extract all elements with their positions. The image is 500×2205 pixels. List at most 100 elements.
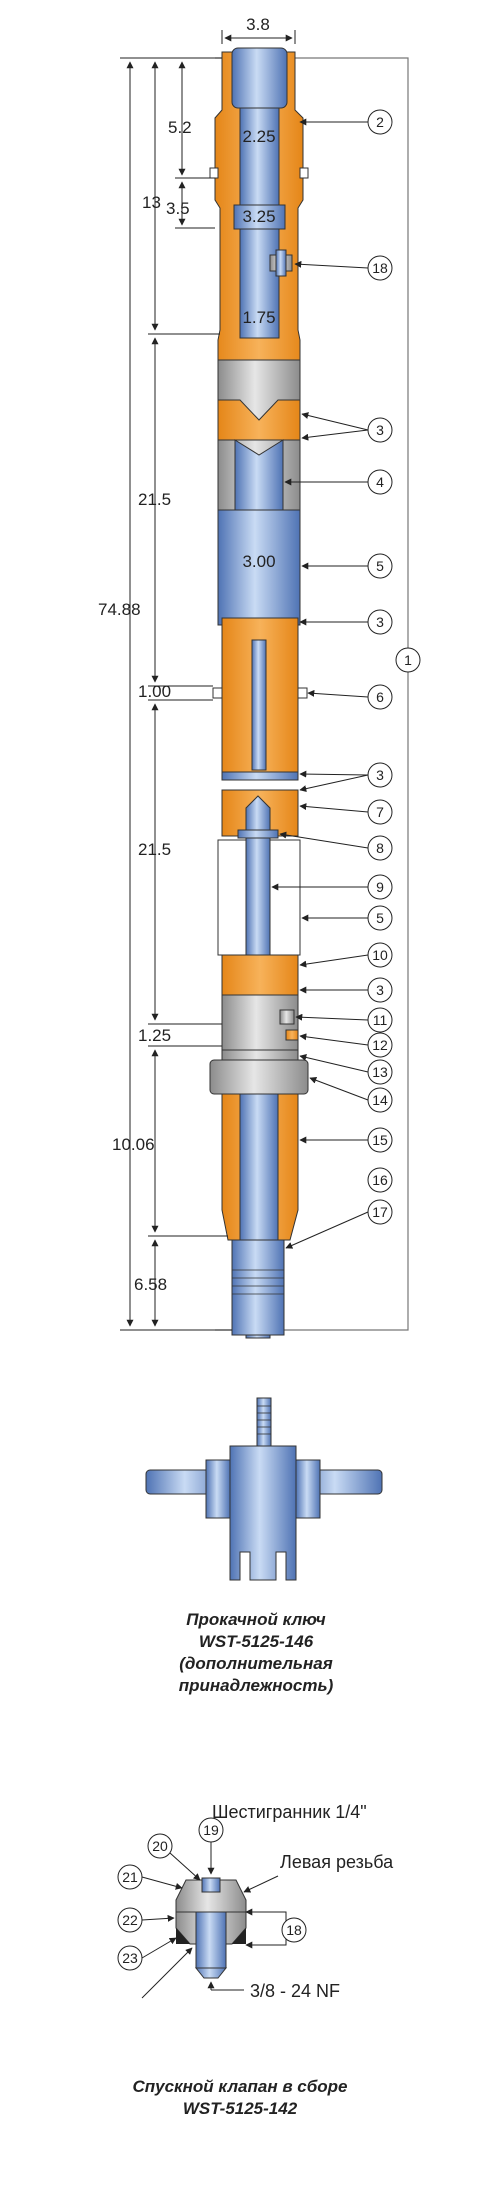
callout-circle: 9: [367, 874, 393, 900]
dimension-labels: 3.8 5.2 13 3.5 21.5 74.88 1.00 21.5 1.25…: [98, 15, 276, 1294]
callout-circle: 12: [367, 1032, 393, 1058]
callout-ring: [367, 1127, 393, 1153]
outline-frame: [215, 57, 409, 1331]
callout-ring: [367, 799, 393, 825]
callout-label: 6: [376, 689, 384, 705]
callout-circle: 6: [367, 684, 393, 710]
wrench-caption-line-1: Прокачной ключ: [186, 1610, 326, 1629]
rod-tip: [245, 795, 271, 831]
callout-ring: [367, 874, 393, 900]
callout-circle: 18: [281, 1917, 307, 1943]
lower-packing-10: [221, 954, 299, 996]
dimension-lines: [120, 30, 296, 1331]
callout-ring: [367, 835, 393, 861]
valve-label-hex: Шестигранник 1/4": [212, 1802, 367, 1822]
callout-label: 17: [372, 1204, 388, 1220]
dim-3-5: 3.5: [166, 199, 190, 218]
callout-circle: 4: [367, 469, 393, 495]
callout-label: 13: [372, 1064, 388, 1080]
callout-label: 3: [376, 982, 384, 998]
callout-circle: 10: [367, 942, 393, 968]
valve-seal-right: [232, 1928, 246, 1944]
callout-circle: 23: [117, 1945, 143, 1971]
callout-ring: [367, 1087, 393, 1113]
callout-label: 14: [372, 1092, 388, 1108]
dim-1-00: 1.00: [138, 682, 171, 701]
callout-ring: [367, 469, 393, 495]
callout-label: 18: [372, 260, 388, 276]
inner-dim-3-00: 3.00: [242, 552, 275, 571]
bottom-thread: [232, 1269, 284, 1295]
callout-label: 15: [372, 1132, 388, 1148]
ring-13: [221, 1049, 299, 1061]
callout-ring: [367, 762, 393, 788]
valve-caption-line-1: Спускной клапан в сборе: [132, 2077, 347, 2096]
dim-74-88: 74.88: [98, 600, 141, 619]
screw-12: [285, 1029, 299, 1041]
packing-v-upper: [217, 399, 301, 441]
rod-collar-8: [237, 829, 279, 839]
callout-circle: 3: [367, 417, 393, 443]
callout-label: 21: [122, 1869, 138, 1885]
callout-circle: 22: [117, 1907, 143, 1933]
dim-6-58: 6.58: [134, 1275, 167, 1294]
callout-label: 12: [372, 1037, 388, 1053]
valve-stem: [195, 1911, 227, 1969]
dim-21-5-lower: 21.5: [138, 840, 171, 859]
callout-circle: 13: [367, 1059, 393, 1085]
valve-tip: [194, 1967, 228, 1979]
callout-label: 20: [152, 1838, 168, 1854]
callout-label: 23: [122, 1950, 138, 1966]
callout-circle: 3: [367, 762, 393, 788]
inner-dim-1-75: 1.75: [242, 308, 275, 327]
valve-caption: Спускной клапан в сборе WST-5125-142: [132, 2077, 347, 2118]
bottom-pin-17: [231, 1239, 285, 1336]
callout-ring: [367, 109, 393, 135]
wrench-caption-line-3: (дополнительная: [179, 1654, 333, 1673]
callout-circle: 5: [367, 553, 393, 579]
inner-dim-3-25: 3.25: [242, 207, 275, 226]
wrench-collar-left: [205, 1459, 231, 1519]
inner-dim-2-25: 2.25: [242, 127, 275, 146]
callout-circle: 3: [367, 977, 393, 1003]
valve-drawing: [175, 1877, 247, 1979]
callout-ring: [281, 1917, 307, 1943]
callout-ring: [117, 1907, 143, 1933]
wrench-body: [229, 1445, 297, 1581]
wrench-collar-right: [295, 1459, 321, 1519]
callout-ring: [117, 1864, 143, 1890]
wrench-caption-line-4: принадлежность): [179, 1676, 334, 1695]
callout-circle: 19: [198, 1817, 224, 1843]
port-right-6: [297, 687, 308, 699]
callout-label: 5: [376, 558, 384, 574]
tool-assembly: [209, 47, 409, 1339]
callout-ring: [367, 553, 393, 579]
callout-label: 2: [376, 114, 384, 130]
callout-circle-1: 1: [395, 647, 421, 673]
callout-label: 10: [372, 947, 388, 963]
dim-10-06: 10.06: [112, 1135, 155, 1154]
callout-circle: 8: [367, 835, 393, 861]
callout-label: 5: [376, 910, 384, 926]
callout-ring: [198, 1817, 224, 1843]
callout-circle: 7: [367, 799, 393, 825]
callout-label: 18: [286, 1922, 302, 1938]
callout-circle: 16: [367, 1167, 393, 1193]
middle-rod: [251, 639, 267, 771]
callout-ring: [367, 684, 393, 710]
callout-label: 9: [376, 879, 384, 895]
callout-label: 4: [376, 474, 384, 490]
callout-ring: [367, 1167, 393, 1193]
callout-label: 8: [376, 840, 384, 856]
dim-top-width: 3.8: [246, 15, 270, 34]
valve-label-thread: 3/8 - 24 NF: [250, 1981, 340, 2001]
callout-ring: [367, 609, 393, 635]
callout-label: 3: [376, 614, 384, 630]
callout-circle: 5: [367, 905, 393, 931]
callout-circle: 14: [367, 1087, 393, 1113]
valve-labels: Шестигранник 1/4" Левая резьба 3/8 - 24 …: [212, 1802, 394, 2001]
bottom-bore: [239, 1093, 279, 1241]
wrench-caption-line-2: WST-5125-146: [199, 1632, 314, 1651]
